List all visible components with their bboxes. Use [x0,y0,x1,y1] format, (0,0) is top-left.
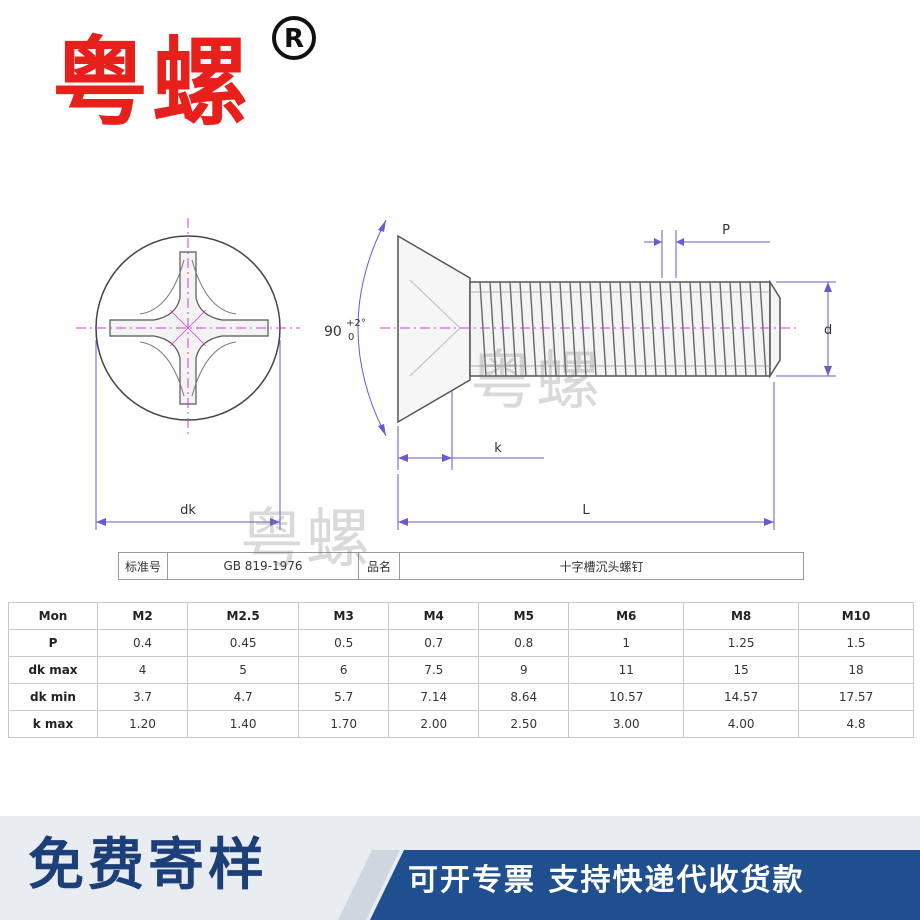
table-header-cell: Mon [8,602,98,630]
table-header-cell: M2.5 [187,602,300,630]
table-header-cell: M8 [683,602,800,630]
table-cell: 3.7 [96,683,189,711]
table-cell: 0.4 [96,629,189,657]
table-cell: 14.57 [683,683,800,711]
table-cell: 3.00 [568,710,685,738]
table-row: k max 1.20 1.40 1.70 2.00 2.50 3.00 4.00… [8,710,914,738]
table-cell: 11 [568,656,685,684]
watermark-text: 粤螺 [240,503,372,577]
free-sample-text: 免费寄样 [28,833,268,898]
table-header-cell: M10 [798,602,914,630]
table-cell: 0.5 [298,629,390,657]
product-name-label: 品名 [359,553,400,579]
table-cell: 9 [478,656,570,684]
table-header-cell: M3 [298,602,390,630]
table-cell: 0.8 [478,629,570,657]
table-row: P 0.4 0.45 0.5 0.7 0.8 1 1.25 1.5 [8,629,914,657]
table-cell: 1.70 [298,710,390,738]
table-header-cell: M6 [568,602,685,630]
table-cell: 4 [96,656,189,684]
promo-banner [0,816,920,920]
table-cell: 7.5 [388,656,480,684]
table-header-cell: M4 [388,602,480,630]
angle-tol-lower: 0 [348,332,354,343]
table-cell: 4.00 [683,710,800,738]
standard-label: 标准号 [119,553,168,579]
angle-tol-upper: +2° [346,318,366,329]
table-header-cell: M5 [478,602,570,630]
table-cell: 1.25 [683,629,800,657]
dim-d-label: d [824,323,832,338]
watermark-text: 粤螺 [470,345,602,419]
table-cell: 10.57 [568,683,685,711]
table-row-header: k max [8,710,98,738]
table-cell: 0.7 [388,629,480,657]
table-row-header: dk max [8,656,98,684]
dim-p-label: P [722,223,730,238]
table-header-row: Mon M2 M2.5 M3 M4 M5 M6 M8 M10 [8,602,914,630]
table-cell: 6 [298,656,390,684]
table-row-header: P [8,629,98,657]
dim-dk-label: dk [180,503,196,518]
dim-k-label: k [494,441,502,456]
standard-value: GB 819-1976 [168,553,359,579]
table-cell: 1.40 [187,710,300,738]
svg-text:R: R [284,24,304,54]
table-row: dk max 4 5 6 7.5 9 11 15 18 [8,656,914,684]
dim-l-label: L [582,503,590,518]
head-top-view: dk [76,218,300,530]
table-cell: 0.45 [187,629,300,657]
angle-label: 90 [324,324,342,340]
table-cell: 2.50 [478,710,570,738]
screw-side-view: 90 +2° 0 P d k L [324,219,836,530]
spec-table: Mon M2 M2.5 M3 M4 M5 M6 M8 M10 P 0.4 0.4… [8,602,914,738]
table-cell: 8.64 [478,683,570,711]
invoice-delivery-text: 可开专票 支持快递代收货款 [408,863,805,898]
table-cell: 4.7 [187,683,300,711]
registered-mark-icon: R [272,16,316,60]
table-cell: 17.57 [798,683,914,711]
standard-bar: 标准号 GB 819-1976 品名 十字槽沉头螺钉 [118,552,804,580]
table-cell: 5 [187,656,300,684]
table-cell: 15 [683,656,800,684]
product-name-value: 十字槽沉头螺钉 [559,559,644,574]
table-cell: 1 [568,629,685,657]
table-cell: 1.20 [96,710,189,738]
table-cell: 5.7 [298,683,390,711]
table-cell: 18 [798,656,914,684]
screw-drawing: dk [76,218,836,530]
table-header-cell: M2 [96,602,189,630]
table-row: dk min 3.7 4.7 5.7 7.14 8.64 10.57 14.57… [8,683,914,711]
table-cell: 7.14 [388,683,480,711]
table-cell: 1.5 [798,629,914,657]
table-cell: 4.8 [798,710,914,738]
table-row-header: dk min [8,683,98,711]
table-cell: 2.00 [388,710,480,738]
brand-logo: 粤螺 [52,27,252,139]
